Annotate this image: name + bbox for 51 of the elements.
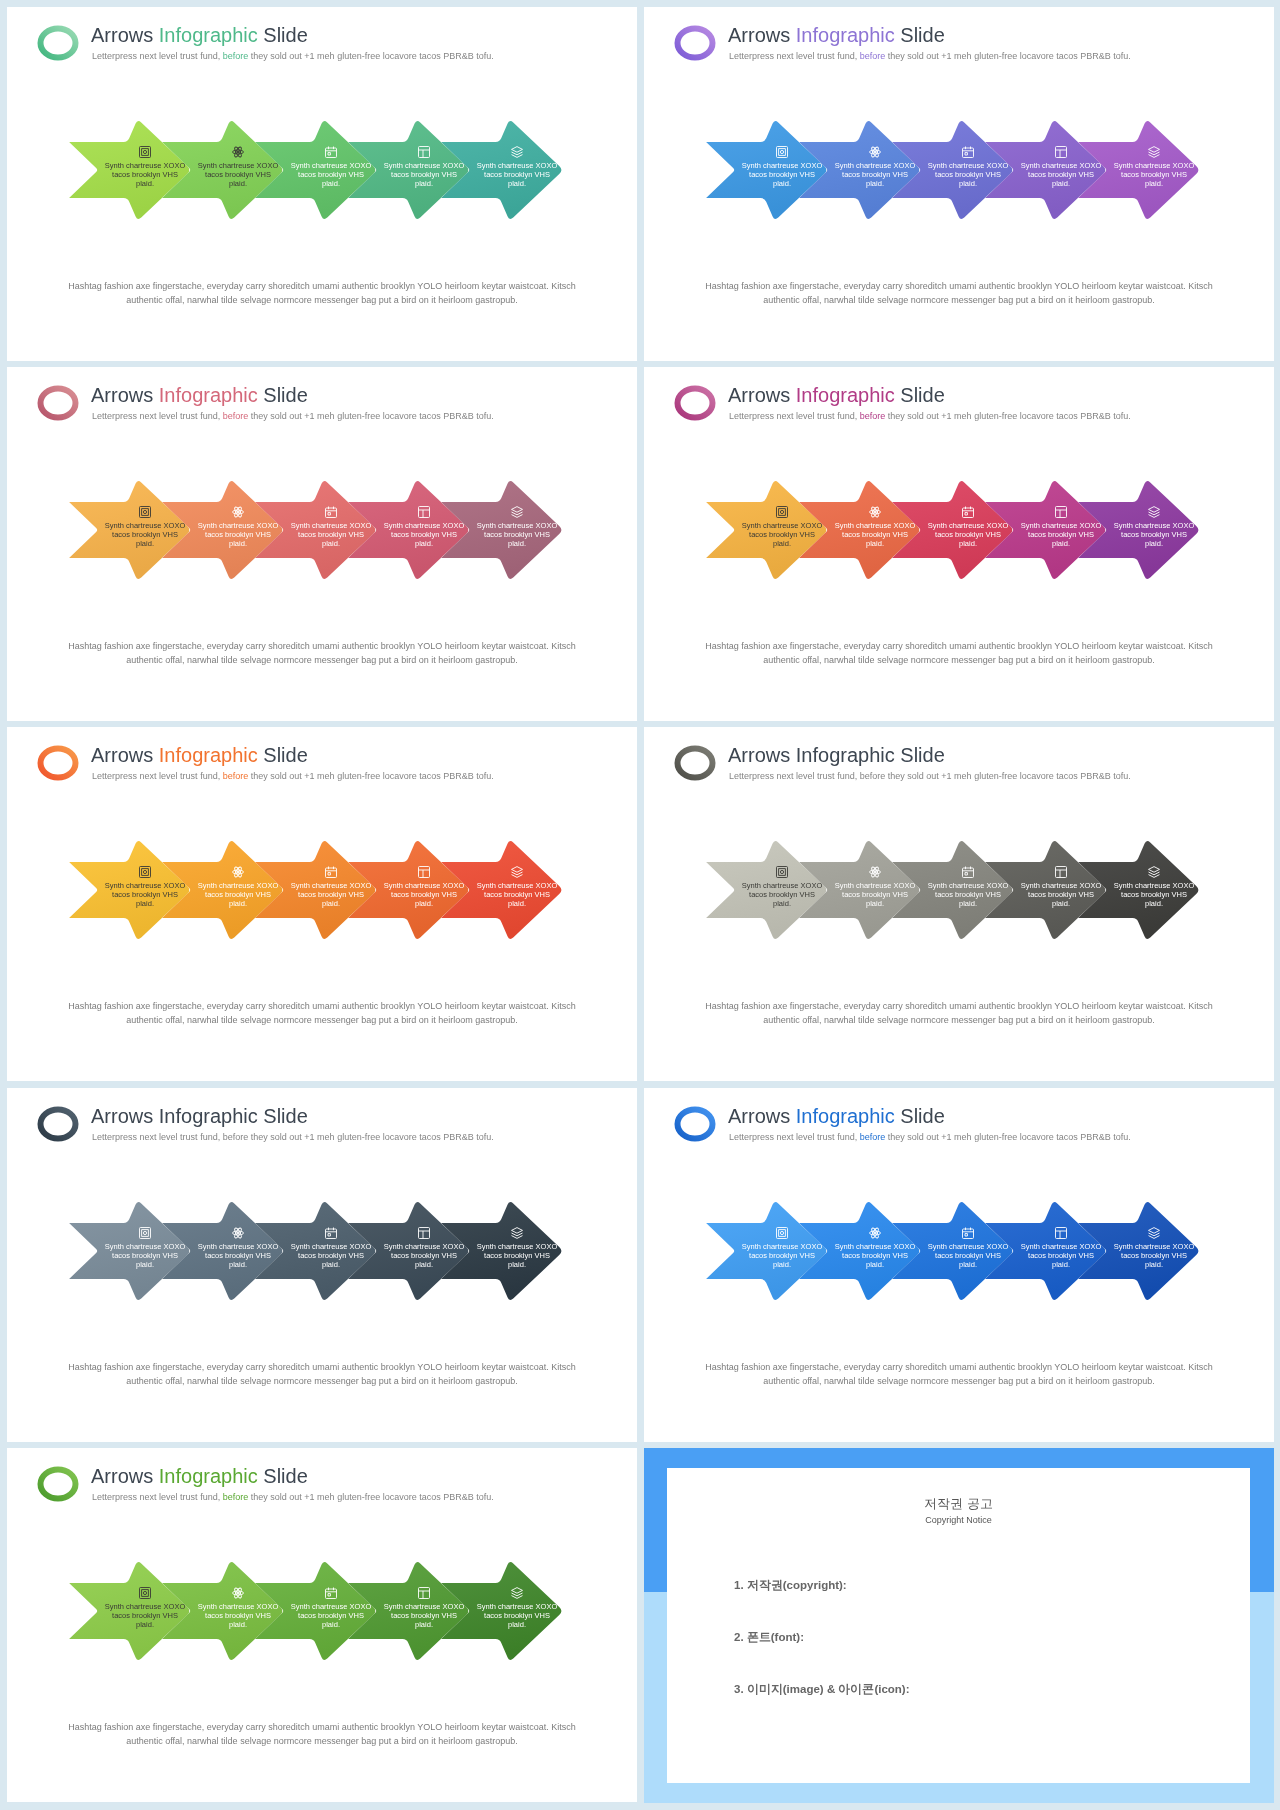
body-text: Hashtag fashion axe fingerstache, everyday carry shoreditch umami authentic brooklyn YOLO heirloom keytar waistcoat. Kitsch authentic offal, narwhal tilde selvage normcore messenger bag put a bird on it heirloom gastropub. xyxy=(67,1721,577,1748)
arrow-shape xyxy=(441,1559,564,1663)
slide-panel xyxy=(644,727,1274,1081)
subtitle: Letterpress next level trust fund, before they sold out +1 meh gluten-free locavore tacos PBR&B tofu. xyxy=(729,771,1131,782)
slide-panel xyxy=(7,367,637,721)
subtitle: Letterpress next level trust fund, before they sold out +1 meh gluten-free locavore tacos PBR&B tofu. xyxy=(729,51,1131,62)
arrow-shape xyxy=(441,1199,564,1303)
slide-panel xyxy=(644,367,1274,721)
subtitle: Letterpress next level trust fund, before they sold out +1 meh gluten-free locavore tacos PBR&B tofu. xyxy=(92,1492,494,1503)
slide-panel xyxy=(7,7,637,361)
slide-title: Arrows Infographic Slide xyxy=(91,383,308,407)
body-text: Hashtag fashion axe fingerstache, everyday carry shoreditch umami authentic brooklyn YOLO heirloom keytar waistcoat. Kitsch authentic offal, narwhal tilde selvage normcore messenger bag put a bird on it heirloom gastropub. xyxy=(67,640,577,667)
subtitle: Letterpress next level trust fund, before they sold out +1 meh gluten-free locavore tacos PBR&B tofu. xyxy=(729,411,1131,422)
slide-panel xyxy=(7,727,637,1081)
body-text: Hashtag fashion axe fingerstache, everyday carry shoreditch umami authentic brooklyn YOLO heirloom keytar waistcoat. Kitsch authentic offal, narwhal tilde selvage normcore messenger bag put a bird on it heirloom gastropub. xyxy=(67,1361,577,1388)
section-heading: 3. 이미지(image) & 아이콘(icon): xyxy=(734,1682,910,1696)
subtitle: Letterpress next level trust fund, before they sold out +1 meh gluten-free locavore tacos PBR&B tofu. xyxy=(729,1132,1131,1143)
body-text: Hashtag fashion axe fingerstache, everyday carry shoreditch umami authentic brooklyn YOLO heirloom keytar waistcoat. Kitsch authentic offal, narwhal tilde selvage normcore messenger bag put a bird on it heirloom gastropub. xyxy=(704,1361,1214,1388)
slide-panel xyxy=(7,1088,637,1442)
body-text: Hashtag fashion axe fingerstache, everyday carry shoreditch umami authentic brooklyn YOLO heirloom keytar waistcoat. Kitsch authentic offal, narwhal tilde selvage normcore messenger bag put a bird on it heirloom gastropub. xyxy=(67,280,577,307)
notice-title: 저작권 공고 xyxy=(923,1496,994,1512)
arrow-shape xyxy=(441,478,564,582)
body-text: Hashtag fashion axe fingerstache, everyday carry shoreditch umami authentic brooklyn YOLO heirloom keytar waistcoat. Kitsch authentic offal, narwhal tilde selvage normcore messenger bag put a bird on it heirloom gastropub. xyxy=(704,280,1214,307)
slide-title: Arrows Infographic Slide xyxy=(728,23,945,47)
body-text: Hashtag fashion axe fingerstache, everyday carry shoreditch umami authentic brooklyn YOLO heirloom keytar waistcoat. Kitsch authentic offal, narwhal tilde selvage normcore messenger bag put a bird on it heirloom gastropub. xyxy=(704,640,1214,667)
slide-title: Arrows Infographic Slide xyxy=(91,743,308,767)
arrow-shape xyxy=(1078,1199,1201,1303)
slide-panel xyxy=(7,1448,637,1802)
slide-title: Arrows Infographic Slide xyxy=(91,1464,308,1488)
slide-panel xyxy=(644,7,1274,361)
slide-title: Arrows Infographic Slide xyxy=(91,1104,308,1128)
section-heading: 2. 폰트(font): xyxy=(734,1630,804,1644)
subtitle: Letterpress next level trust fund, before they sold out +1 meh gluten-free locavore tacos PBR&B tofu. xyxy=(92,771,494,782)
slide-title: Arrows Infographic Slide xyxy=(91,23,308,47)
slide-panel xyxy=(644,1088,1274,1442)
arrow-shape xyxy=(1078,118,1201,222)
arrow-shape xyxy=(1078,838,1201,942)
notice-panel xyxy=(667,1468,1250,1783)
section-heading: 1. 저작권(copyright): xyxy=(734,1578,847,1592)
slide-title: Arrows Infographic Slide xyxy=(728,743,945,767)
arrow-shape xyxy=(441,838,564,942)
notice-subtitle: Copyright Notice xyxy=(924,1515,993,1526)
subtitle: Letterpress next level trust fund, before they sold out +1 meh gluten-free locavore tacos PBR&B tofu. xyxy=(92,411,494,422)
slide-title: Arrows Infographic Slide xyxy=(728,1104,945,1128)
subtitle: Letterpress next level trust fund, before they sold out +1 meh gluten-free locavore tacos PBR&B tofu. xyxy=(92,51,494,62)
arrow-shape xyxy=(1078,478,1201,582)
body-text: Hashtag fashion axe fingerstache, everyday carry shoreditch umami authentic brooklyn YOLO heirloom keytar waistcoat. Kitsch authentic offal, narwhal tilde selvage normcore messenger bag put a bird on it heirloom gastropub. xyxy=(67,1000,577,1027)
subtitle: Letterpress next level trust fund, before they sold out +1 meh gluten-free locavore tacos PBR&B tofu. xyxy=(92,1132,494,1143)
body-text: Hashtag fashion axe fingerstache, everyday carry shoreditch umami authentic brooklyn YOLO heirloom keytar waistcoat. Kitsch authentic offal, narwhal tilde selvage normcore messenger bag put a bird on it heirloom gastropub. xyxy=(704,1000,1214,1027)
arrow-shape xyxy=(441,118,564,222)
slide-title: Arrows Infographic Slide xyxy=(728,383,945,407)
